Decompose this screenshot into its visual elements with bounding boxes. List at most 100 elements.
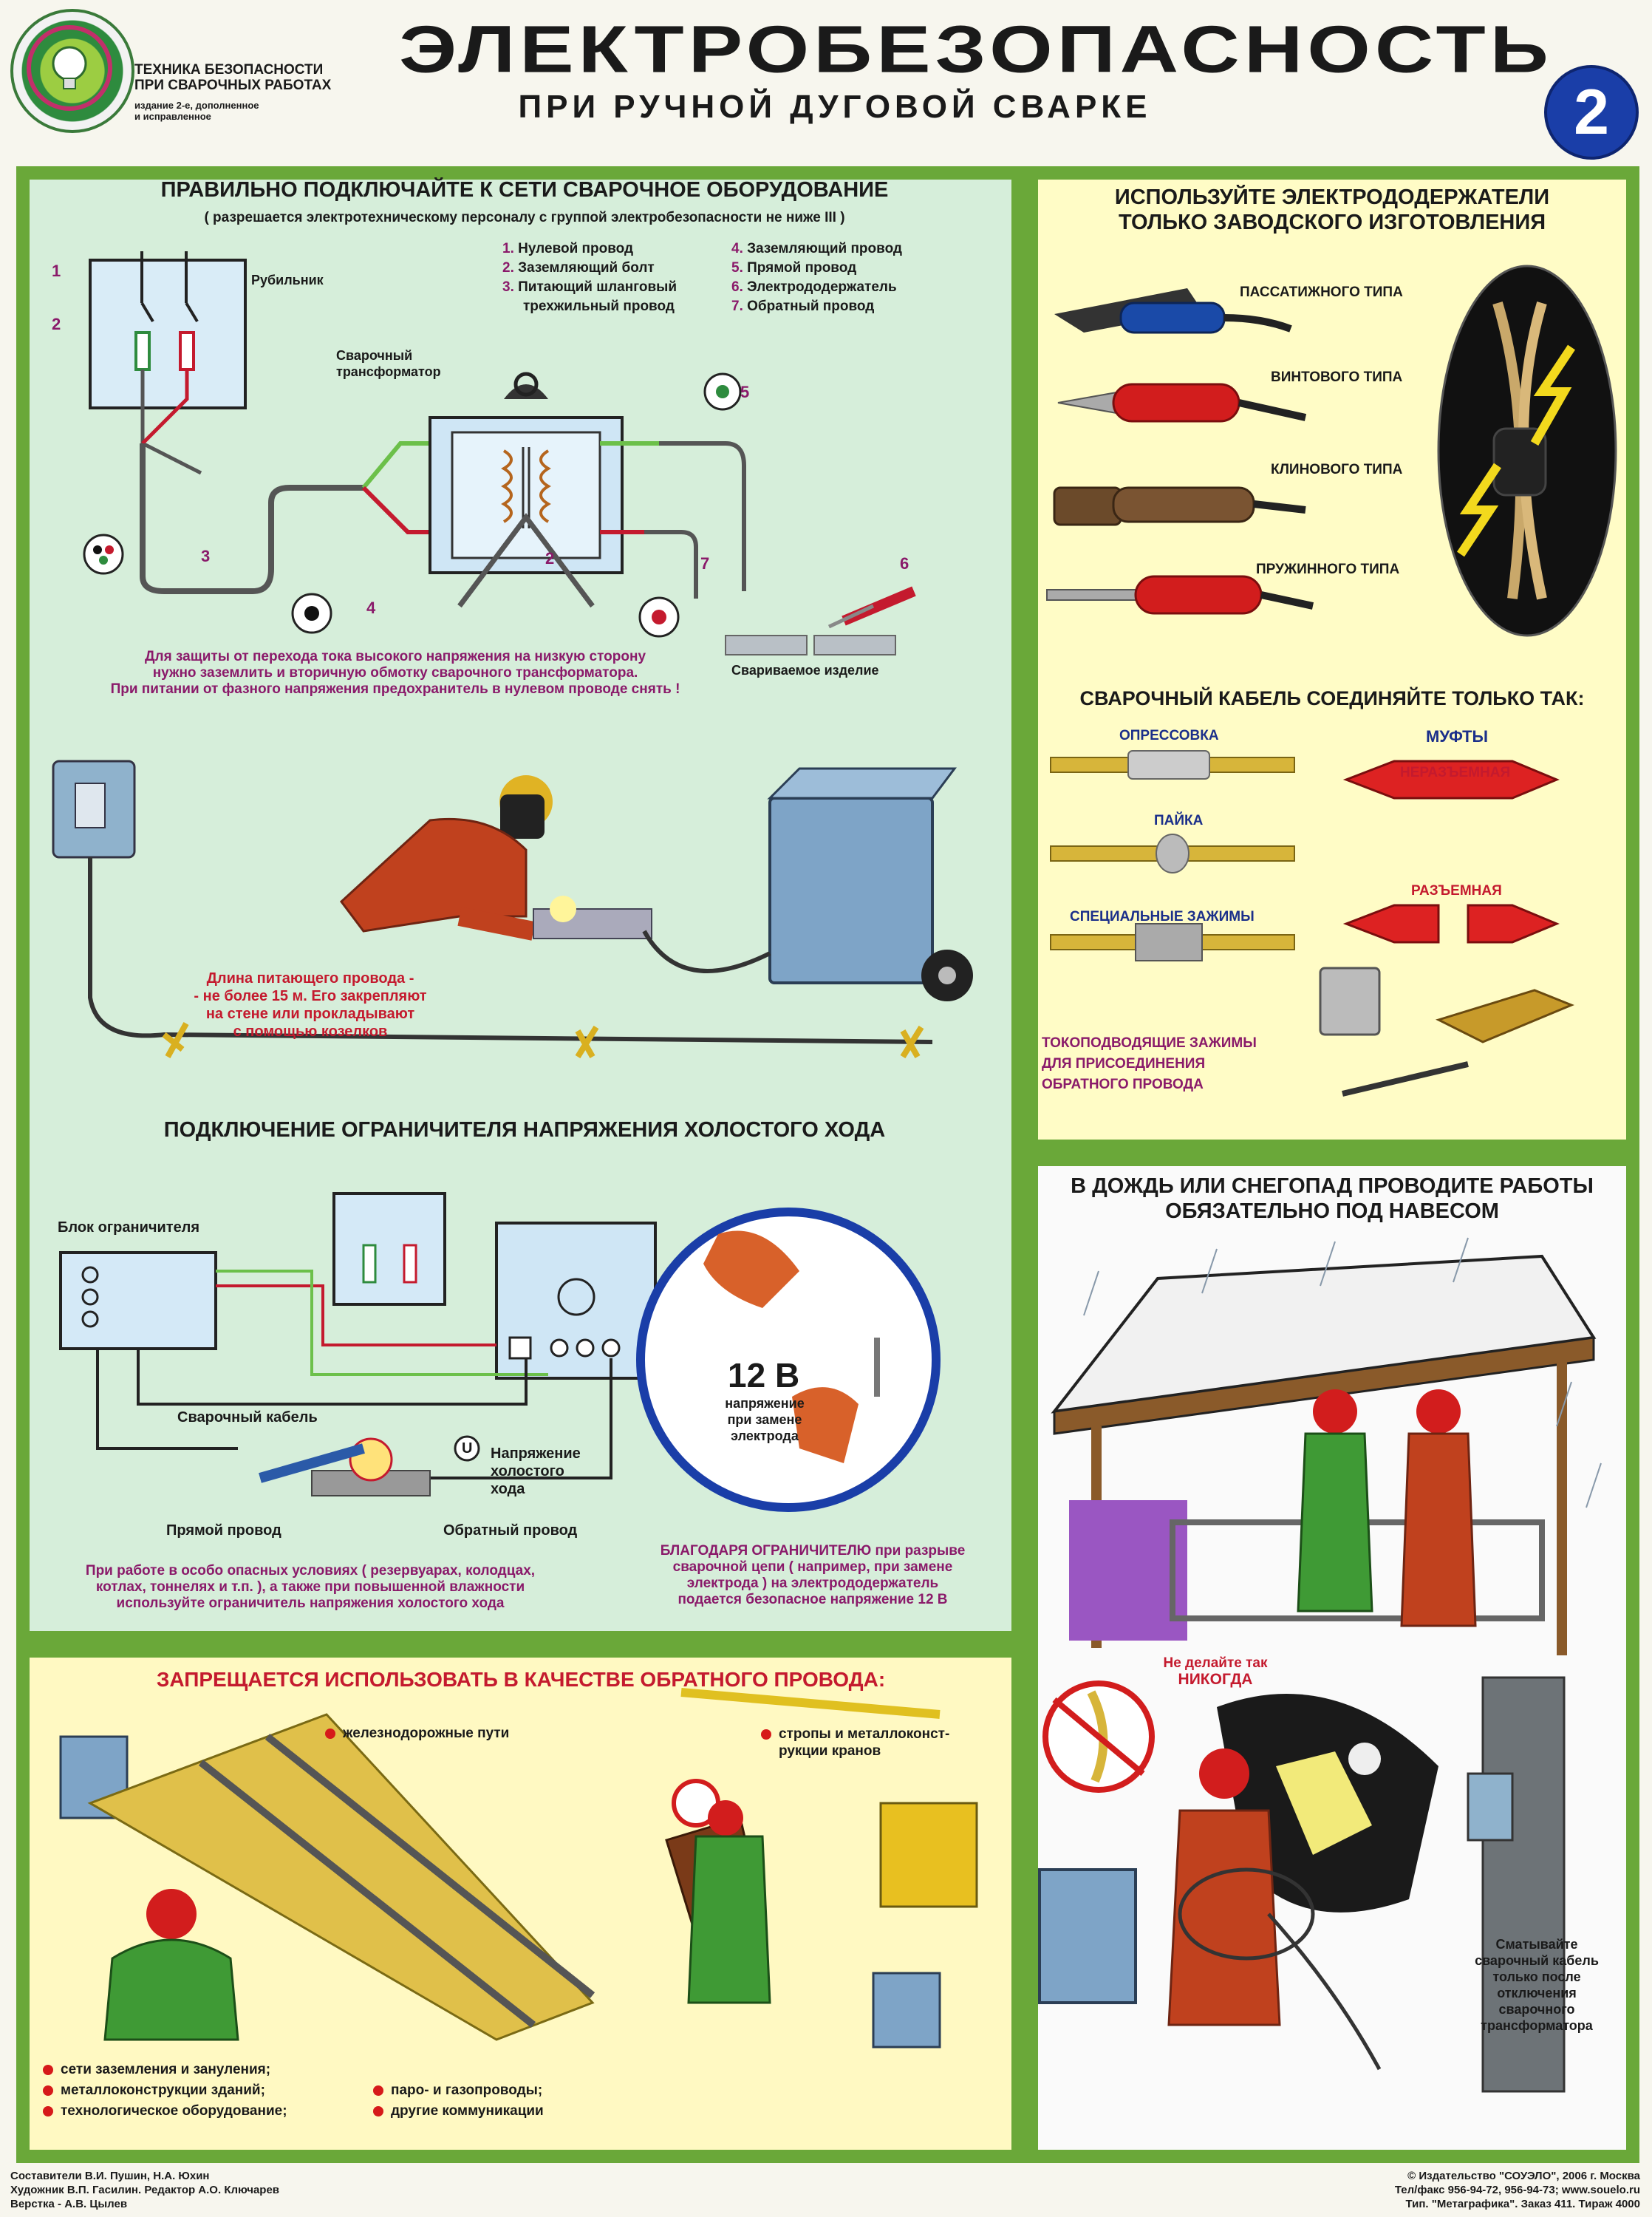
terminal-label-1: ТОКОПОДВОДЯЩИЕ ЗАЖИМЫ <box>1042 1035 1257 1051</box>
terminal-label-2: ДЛЯ ПРИСОЕДИНЕНИЯ <box>1042 1056 1206 1072</box>
benefit-note-3: электрода ) на электрододержатель <box>686 1576 939 1591</box>
forbidden-grounding: сети заземления и зануления; <box>43 2062 270 2078</box>
legend-item-5: 5. Прямой провод <box>731 260 857 276</box>
switch-label: Рубильник <box>251 273 324 287</box>
hazard-conditions-note: При работе в особо опасных условиях ( ре… <box>44 1563 576 1612</box>
limiter-title: ПОДКЛЮЧЕНИЕ ОГРАНИЧИТЕЛЯ НАПРЯЖЕНИЯ ХОЛО… <box>163 1118 886 1142</box>
wire-number-7: 7 <box>700 554 710 573</box>
cable-note-1: Длина питающего провода - <box>206 970 414 987</box>
terminal-label-3: ОБРАТНОГО ПРОВОДА <box>1042 1077 1204 1092</box>
holder-type-screw: ВИНТОВОГО ТИПА <box>1271 370 1403 385</box>
forbidden-pipelines: паро- и газопроводы; <box>373 2083 542 2099</box>
limiter-benefit-note: БЛАГОДАРЯ ОГРАНИЧИТЕЛЮ при разрыве сваро… <box>621 1543 1005 1608</box>
safe-voltage-value: 12 В <box>728 1356 800 1394</box>
hazard-note-1: При работе в особо опасных условиях ( ре… <box>85 1563 536 1579</box>
credits-line-1: Составители В.И. Пушин, Н.А. Юхин <box>10 2170 210 2182</box>
holder-type-spring: ПРУЖИННОГО ТИПА <box>1256 562 1400 577</box>
forbidden-rails: железнодорожные пути <box>325 1726 509 1742</box>
safe-voltage-caption: напряжение при замене электрода <box>709 1395 820 1444</box>
holder-type-wedge: КЛИНОВОГО ТИПА <box>1271 462 1403 477</box>
cable-connection-title: СВАРОЧНЫЙ КАБЕЛЬ СОЕДИНЯЙТЕ ТОЛЬКО ТАК: <box>1079 687 1585 709</box>
welder-scene-illustration <box>52 760 973 1059</box>
forbidden-returns-illustration <box>59 1688 978 2049</box>
connection-diagram <box>83 251 916 655</box>
credits-line-3: Верстка - А.В. Цылев <box>10 2198 128 2210</box>
legend-item-6: 6. Электрододержатель <box>731 279 897 295</box>
grounding-note: Для защиты от перехода тока высокого нап… <box>44 649 746 698</box>
legend-item-1: 1. Нулевой провод <box>502 241 634 256</box>
forbidden-crane: стропы и металлоконст-рукции кранов <box>761 1726 949 1760</box>
forbidden-building-steel: металлоконструкции зданий; <box>43 2083 265 2099</box>
joint-crimp-label: ОПРЕССОВКА <box>1119 728 1219 743</box>
grounding-note-1: Для защиты от перехода тока высокого нап… <box>144 649 646 664</box>
page-subtitle: ПРИ РУЧНОЙ ДУГОВОЙ СВАРКЕ <box>518 89 1152 125</box>
coil-note-1: Сматывайте <box>1495 1937 1578 1952</box>
coil-note-6: трансформатора <box>1481 2018 1593 2033</box>
grounding-note-3: При питании от фазного напряжения предох… <box>110 681 680 697</box>
benefit-note-4: подается безопасное напряжение 12 В <box>677 1592 948 1607</box>
limiter-diagram <box>59 1192 941 1512</box>
couplings-label: МУФТЫ <box>1426 727 1489 746</box>
wire-number-2: 2 <box>52 315 61 333</box>
edition-note: издание 2-е, дополненное и исправленное <box>134 100 259 122</box>
weld-cable-label: Сварочный кабель <box>177 1409 318 1426</box>
return-wire-label: Обратный провод <box>443 1522 578 1539</box>
wire-number-6: 6 <box>900 554 909 573</box>
publisher-info: © Издательство "СОУЭЛО", 2006 г. Москва … <box>1300 2169 1640 2211</box>
safe-voltage-caption-3: электрода <box>731 1428 799 1443</box>
holders-title-2: ТОЛЬКО ЗАВОДСКОГО ИЗГОТОВЛЕНИЯ <box>1118 211 1546 234</box>
idle-voltage-3: хода <box>491 1481 525 1497</box>
cable-length-note: Длина питающего провода - - не более 15 … <box>140 970 480 1041</box>
idle-voltage-1: Напряжение <box>491 1445 581 1462</box>
coupling-detachable-label: РАЗЪЕМНАЯ <box>1411 883 1502 899</box>
rain-title-1: В ДОЖДЬ ИЛИ СНЕГОПАД ПРОВОДИТЕ РАБОТЫ <box>1071 1174 1594 1198</box>
meter-symbol: U <box>462 1440 473 1457</box>
coil-note-5: сварочного <box>1498 2002 1575 2017</box>
cable-joints-illustration <box>1050 750 1574 1097</box>
coupling-permanent-label: НЕРАЗЪЕМНАЯ <box>1400 765 1511 780</box>
legend-item-3b: трехжильный провод <box>523 299 675 314</box>
edition-line-2: и исправленное <box>134 111 211 122</box>
connect-subtitle: ( разрешается электротехническому персон… <box>204 210 845 225</box>
hazard-note-2: котлах, тоннелях и т.п. ), а также при п… <box>95 1579 525 1595</box>
sheet-number-badge: 2 <box>1544 65 1639 160</box>
publisher-logo <box>10 9 134 133</box>
idle-voltage-2: холостого <box>491 1463 564 1479</box>
electrode-holders-illustration <box>1046 265 1617 637</box>
holder-type-pliers: ПАССАТИЖНОГО ТИПА <box>1240 285 1403 300</box>
grounding-note-2: нужно заземлить и вторичную обмотку свар… <box>152 665 638 681</box>
holders-title: ИСПОЛЬЗУЙТЕ ЭЛЕКТРОДОДЕРЖАТЕЛИ ТОЛЬКО ЗА… <box>1038 185 1626 235</box>
never-do-label: Не делайте так НИКОГДА <box>1141 1655 1289 1688</box>
credits: Составители В.И. Пушин, Н.А. Юхин Художн… <box>10 2169 279 2211</box>
limiter-block-label: Блок ограничителя <box>58 1219 200 1236</box>
wire-number-1: 1 <box>52 262 61 280</box>
wire-number-3: 3 <box>201 547 211 565</box>
coil-note-4: отключения <box>1497 1986 1577 2000</box>
cable-coiling-illustration <box>1038 1676 1566 2093</box>
cable-note-4: с помощью козелков <box>233 1024 388 1040</box>
rain-title: В ДОЖДЬ ИЛИ СНЕГОПАД ПРОВОДИТЕ РАБОТЫ ОБ… <box>1038 1174 1626 1224</box>
benefit-note-1: БЛАГОДАРЯ ОГРАНИЧИТЕЛЮ при разрыве <box>660 1543 966 1559</box>
lightbulb-icon <box>52 46 87 89</box>
coil-note-2: сварочный кабель <box>1475 1953 1599 1968</box>
legend-item-3: 3. Питающий шланговый <box>502 279 677 295</box>
wire-number-5: 5 <box>740 383 750 401</box>
connect-title: ПРАВИЛЬНО ПОДКЛЮЧАЙТЕ К СЕТИ СВАРОЧНОЕ О… <box>160 178 889 202</box>
benefit-note-2: сварочной цепи ( например, при замене <box>672 1559 953 1575</box>
never-do-2: НИКОГДА <box>1178 1671 1253 1688</box>
publisher-line-1: © Издательство "СОУЭЛО", 2006 г. Москва <box>1407 2170 1640 2182</box>
wire-number-2b: 2 <box>545 549 555 568</box>
joint-solder-label: ПАЙКА <box>1154 813 1204 828</box>
safe-voltage-caption-1: напряжение <box>725 1396 805 1411</box>
cable-note-3: на стене или прокладывают <box>205 1006 415 1022</box>
coil-note-3: только после <box>1492 1969 1581 1984</box>
return-terminals-label: ТОКОПОДВОДЯЩИЕ ЗАЖИМЫ ДЛЯ ПРИСОЕДИНЕНИЯ … <box>1042 1033 1257 1095</box>
idle-voltage-label: Напряжение холостого хода <box>491 1445 581 1498</box>
transformer-label: Сварочный трансформатор <box>336 347 441 380</box>
transformer-label-1: Сварочный <box>336 348 413 363</box>
publisher-line-2: Тел/факс 956-94-72, 956-94-73; www.souel… <box>1394 2184 1640 2196</box>
direct-wire-label: Прямой провод <box>166 1522 281 1539</box>
joint-clamps-label: СПЕЦИАЛЬНЫЕ ЗАЖИМЫ <box>1070 909 1255 924</box>
legend-item-7: 7. Обратный провод <box>731 299 875 314</box>
forbidden-title: ЗАПРЕЩАЕТСЯ ИСПОЛЬЗОВАТЬ В КАЧЕСТВЕ ОБРА… <box>156 1668 886 1691</box>
